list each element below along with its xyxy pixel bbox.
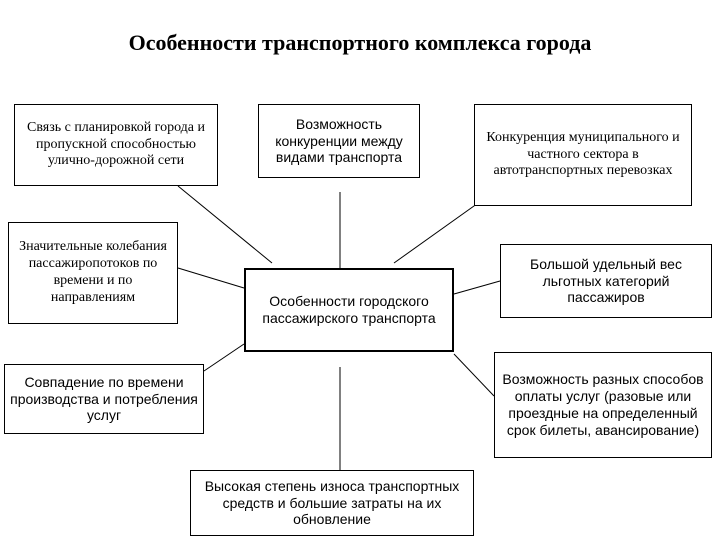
feature-box-planning: Связь с планировкой города и пропускной … [14, 104, 218, 186]
feature-text: Большой удельный вес льготных категорий … [530, 255, 682, 306]
feature-box-competition-modes: Возможность конкуренции между видами тра… [258, 104, 420, 178]
feature-box-privileged: Большой удельный вес льготных категорий … [500, 244, 712, 318]
feature-text: Связь с планировкой города и пропускной … [26, 119, 206, 169]
feature-box-wear: Высокая степень износа транспортных сред… [190, 470, 474, 536]
central-text: Особенности городского пассажирского тра… [262, 293, 436, 326]
link-privileged [453, 280, 501, 295]
link-coincidence [203, 343, 245, 372]
link-competition-sectors [393, 195, 489, 264]
feature-box-competition-sectors: Конкуренция муниципального и частного се… [474, 104, 692, 206]
feature-text: Значительные колебания пассажиропотоков … [19, 239, 167, 305]
feature-text: Высокая степень износа транспортных сред… [204, 477, 460, 528]
feature-text: Возможность конкуренции между видами тра… [275, 115, 403, 166]
link-payment [453, 353, 495, 397]
link-planning [177, 185, 273, 264]
feature-text: Конкуренция муниципального и частного се… [486, 129, 680, 179]
feature-box-fluctuations: Значительные колебания пассажиропотоков … [8, 222, 178, 324]
central-concept-box: Особенности городского пассажирского тра… [244, 268, 454, 352]
diagram-title: Особенности транспортного комплекса горо… [128, 30, 592, 55]
feature-text: Совпадение по времени производства и пот… [10, 373, 198, 424]
feature-box-coincidence: Совпадение по времени производства и пот… [4, 364, 204, 434]
feature-text: Возможность разных способов оплаты услуг… [502, 371, 704, 438]
link-fluctuations [177, 267, 245, 289]
feature-box-payment: Возможность разных способов оплаты услуг… [494, 352, 712, 458]
